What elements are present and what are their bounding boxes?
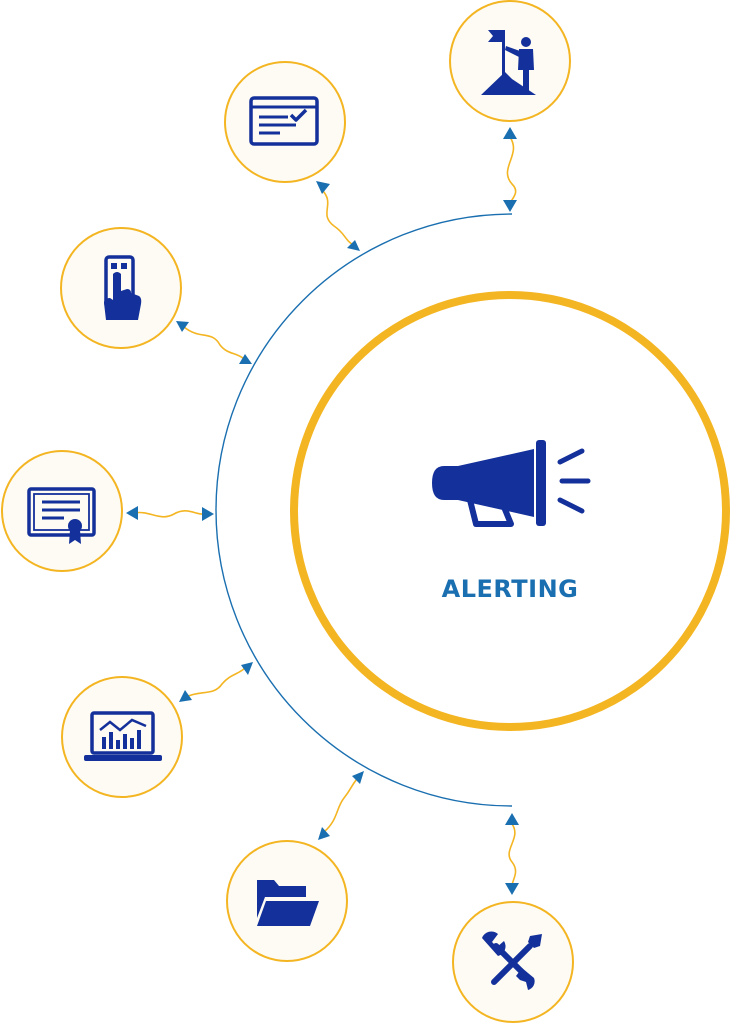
- center-label: ALERTING: [442, 575, 579, 603]
- checklist-window-icon: [249, 96, 319, 146]
- node-checklist: [224, 61, 346, 183]
- connector-touch: [176, 321, 252, 364]
- node-analytics-circle: [61, 676, 183, 798]
- connector-goal: [503, 127, 517, 212]
- open-folder-icon: [257, 880, 319, 926]
- hand-tapping-device-icon: [104, 255, 142, 320]
- node-folder: [226, 840, 348, 962]
- certificate-icon: [27, 487, 96, 544]
- node-goal-circle: [449, 0, 571, 122]
- laptop-chart-icon: [84, 711, 162, 761]
- connector-checklist: [316, 181, 360, 251]
- node-tools: [452, 901, 574, 1023]
- node-certificate: [1, 450, 123, 572]
- wrench-screwdriver-icon: [482, 931, 542, 990]
- connector-folder: [318, 771, 364, 840]
- node-touch: [60, 227, 182, 349]
- connector-tools: [505, 813, 519, 895]
- connector-analytics: [179, 662, 253, 702]
- node-goal: [449, 0, 571, 122]
- connector-certificate: [126, 506, 214, 521]
- node-analytics: [61, 676, 183, 798]
- node-checklist-circle: [224, 61, 346, 183]
- hub-arc: [215, 213, 513, 807]
- megaphone-icon: [432, 440, 591, 527]
- person-with-flag-icon: [481, 30, 536, 95]
